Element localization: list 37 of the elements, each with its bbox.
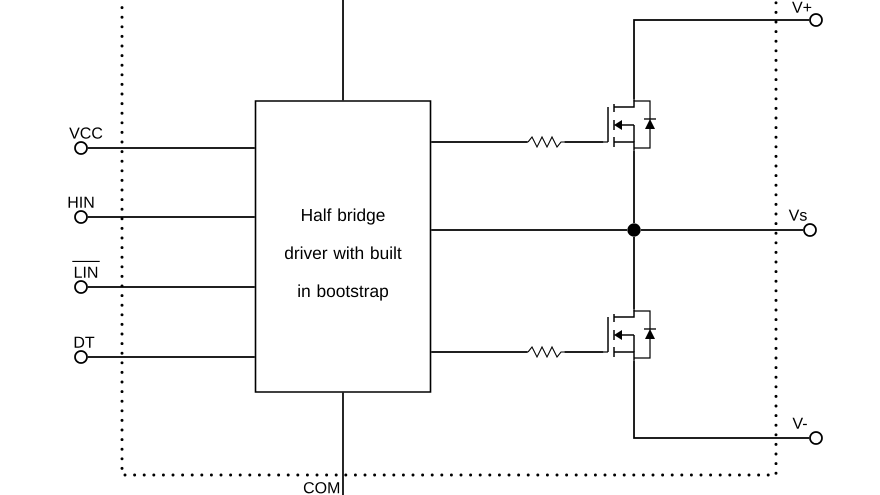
wire xyxy=(640,229,804,231)
wire xyxy=(88,356,255,358)
wire xyxy=(564,351,604,353)
driver-box: Half bridge driver with built in bootstrap xyxy=(254,100,432,393)
pin-label: COM xyxy=(304,482,340,494)
wire xyxy=(431,141,528,143)
wire xyxy=(564,141,604,143)
node-label: V+ xyxy=(792,2,812,13)
node-label: DT xyxy=(74,336,94,348)
terminal: VCC xyxy=(69,127,102,155)
wire xyxy=(431,229,628,231)
terminal: DT xyxy=(74,336,94,364)
node-label: HIN xyxy=(68,196,94,208)
node-label: V- xyxy=(792,418,807,429)
wire xyxy=(431,351,528,353)
wire xyxy=(633,236,635,310)
wire xyxy=(633,19,810,100)
wire xyxy=(633,150,635,224)
mosfet-symbol xyxy=(604,100,656,150)
terminal: Vs xyxy=(788,210,817,237)
wire xyxy=(633,360,810,439)
resistor-symbol xyxy=(528,346,564,358)
terminal: V+ xyxy=(792,2,823,27)
node-label: VCC xyxy=(69,127,102,139)
junction-dot xyxy=(627,223,641,237)
terminal: HIN xyxy=(68,196,94,224)
node-label: LIN xyxy=(74,266,98,278)
resistor-symbol xyxy=(528,136,564,148)
wire xyxy=(88,147,255,149)
terminal: LIN xyxy=(72,260,100,294)
terminal: V- xyxy=(792,418,823,445)
node-label: Vs xyxy=(788,210,807,221)
wire xyxy=(88,286,255,288)
mosfet-symbol xyxy=(604,310,656,360)
wire xyxy=(342,0,344,100)
wire xyxy=(342,392,344,495)
wire xyxy=(88,216,255,218)
